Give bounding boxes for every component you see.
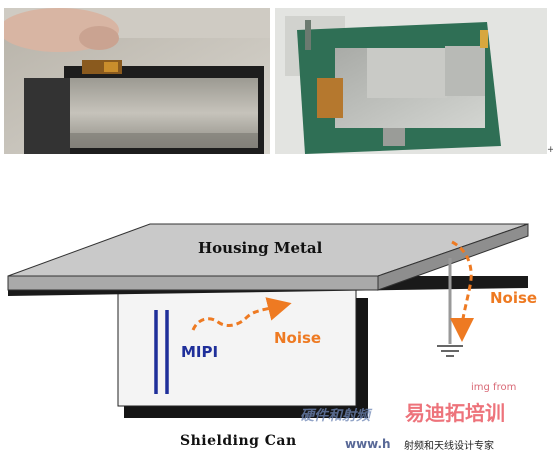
shielding-diagram: Housing Metal Noise Noise MIPI Shielding… — [7, 223, 537, 452]
noise-arrow-housing — [450, 240, 475, 342]
photo-pcb-shielding — [275, 8, 547, 154]
housing-metal — [7, 223, 529, 296]
mipi-lines — [154, 310, 169, 394]
housing-metal-label: Housing Metal — [198, 239, 323, 257]
watermark-subtitle: 射频和天线设计专家 — [404, 439, 494, 452]
watermark-url: www.h — [345, 437, 391, 451]
ground-symbol — [437, 258, 463, 357]
photo-housing-shielding — [4, 8, 270, 154]
noise-arrow-internal — [191, 297, 292, 331]
corner-mark: + — [547, 145, 553, 155]
noise-label-housing: Noise — [490, 289, 537, 307]
shielding-can-label: Shielding Can — [180, 433, 297, 449]
mipi-label: MIPI — [181, 343, 218, 361]
watermark-cn-right: 易迪拓培训 — [405, 401, 505, 425]
watermark-img-from: img from — [471, 382, 516, 393]
noise-label-internal: Noise — [274, 329, 321, 347]
watermark-cn-left: 硬件和射频 — [300, 407, 373, 424]
